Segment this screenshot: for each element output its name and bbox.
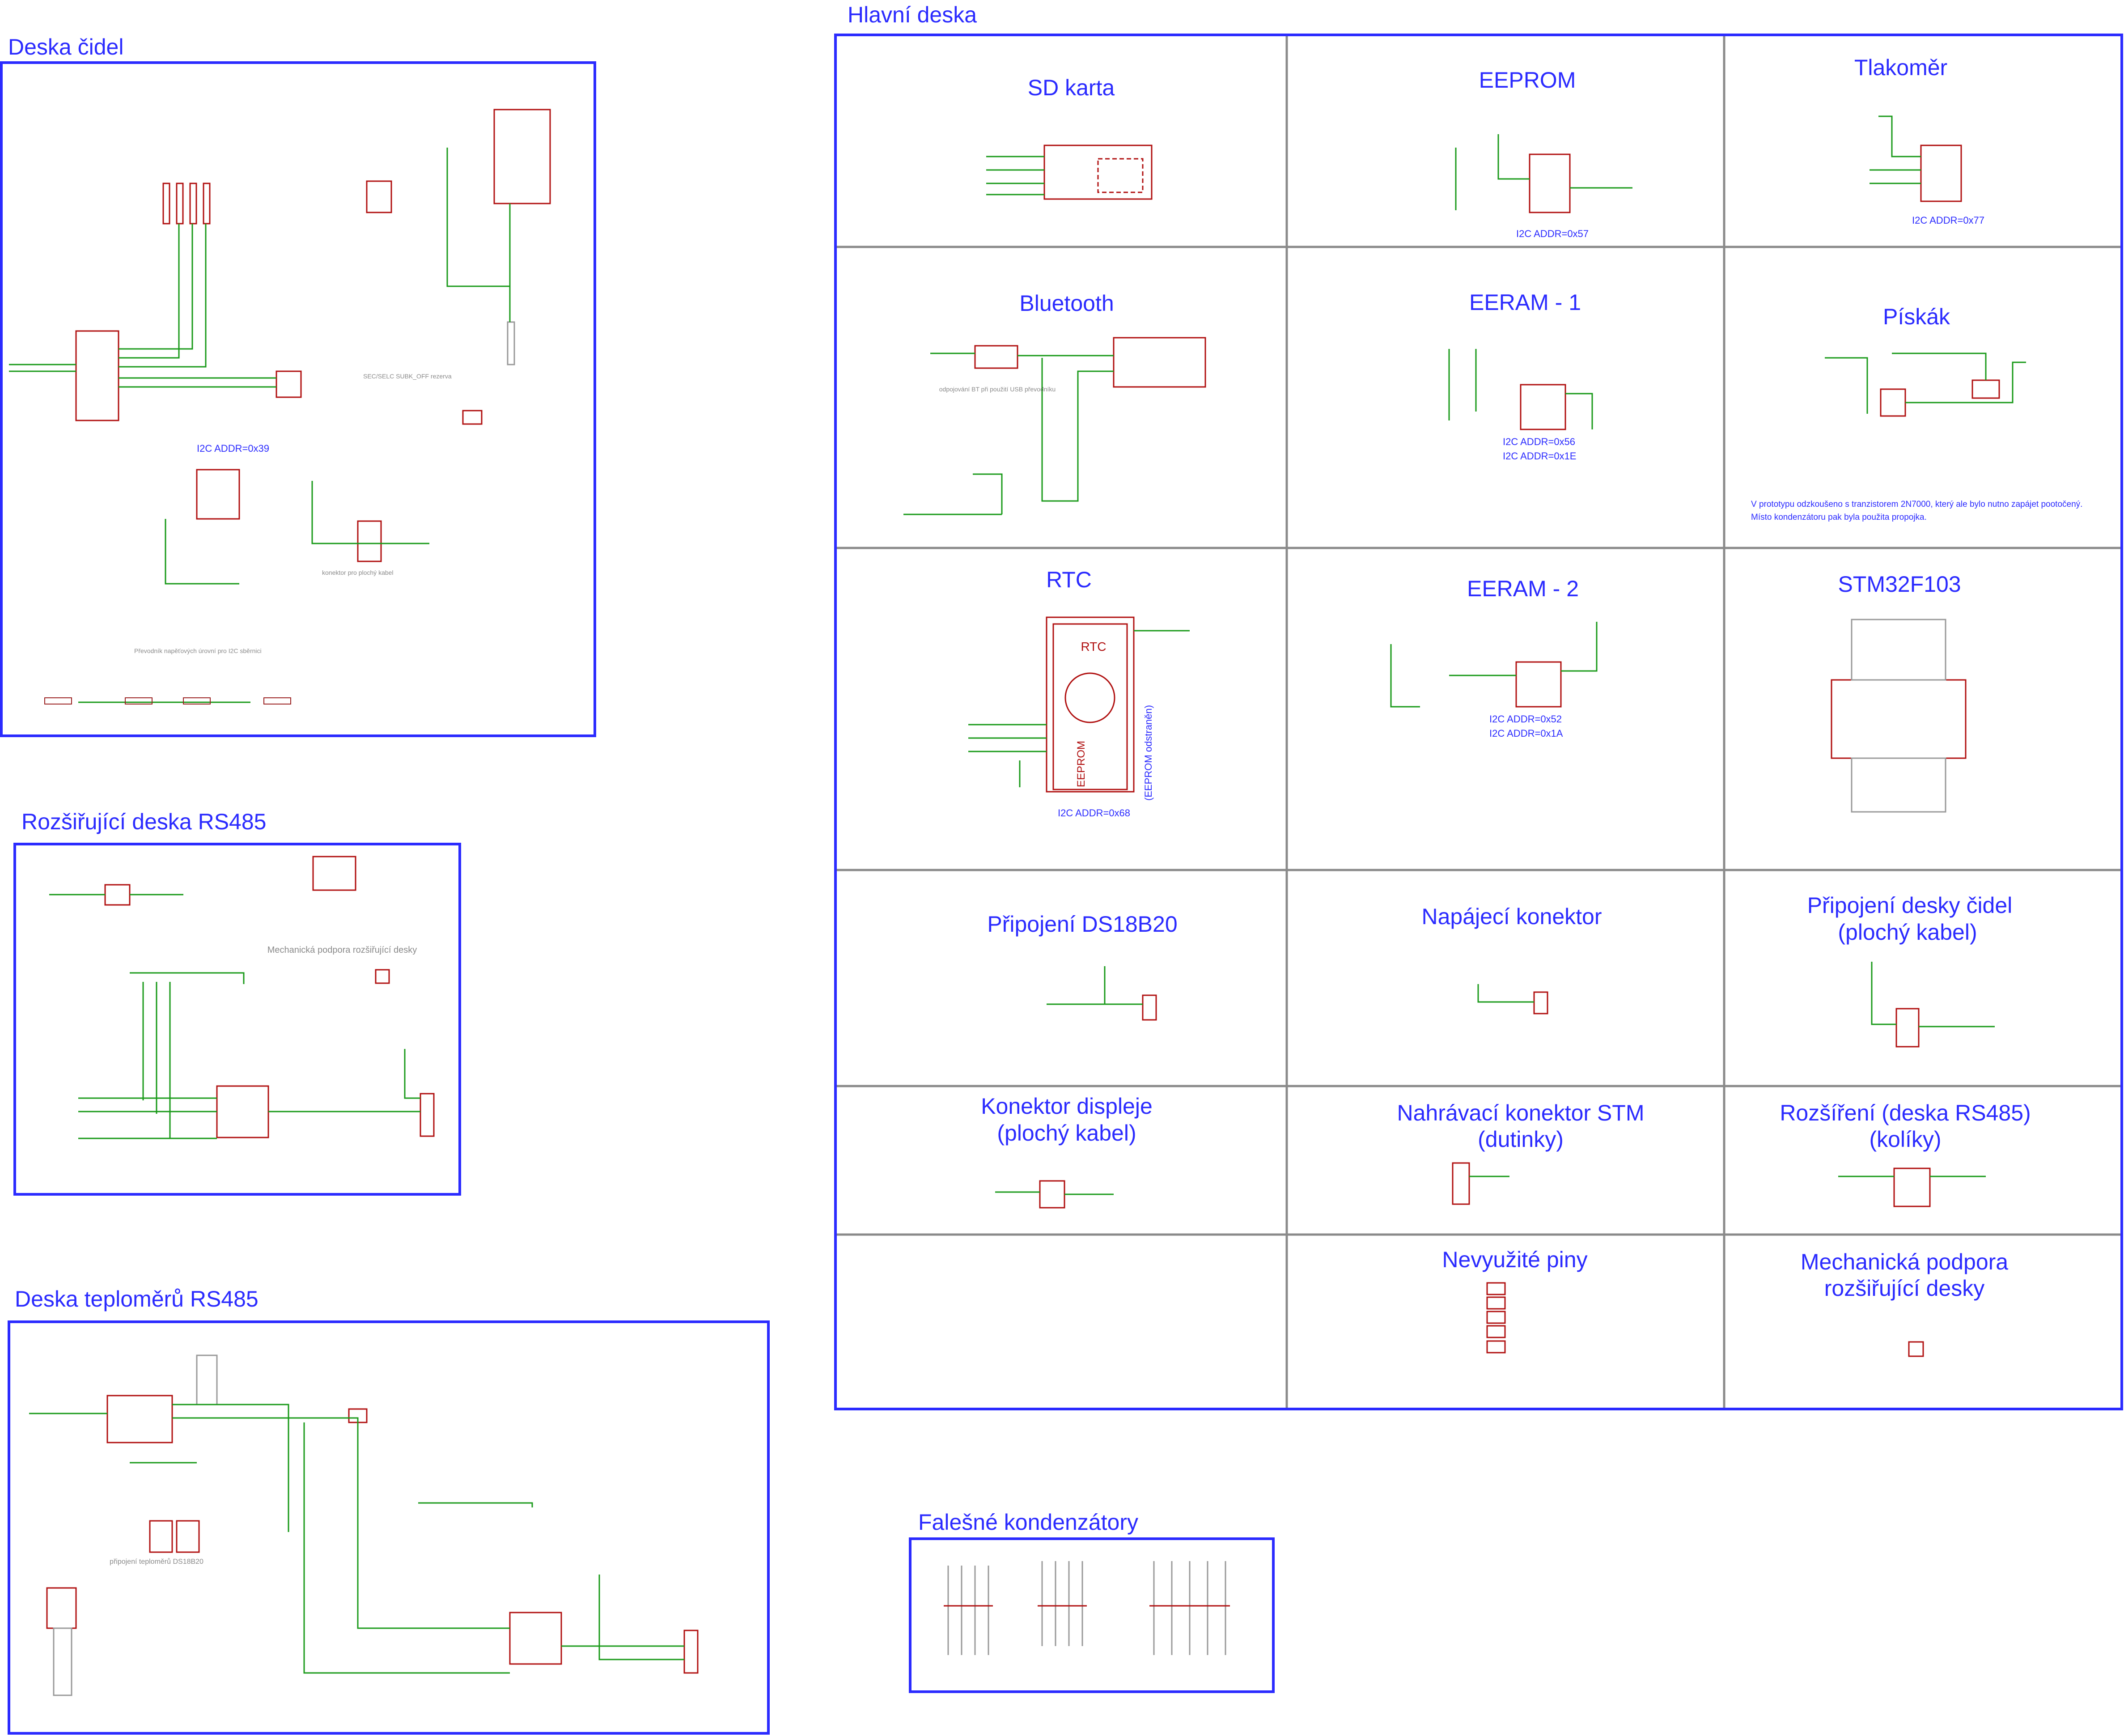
cell-rtc: RTC RTC EEPROM I2C ADDR=0x68 (EEPROM ods… [968,567,1190,819]
rtc-chip-label: RTC [1081,640,1106,654]
cell-eeram2: EERAM - 2 I2C ADDR=0x52 I2C ADDR=0x1A [1390,576,1598,739]
rs485-title: Rozšiřující deska RS485 [21,809,266,834]
ds18b20-title: Připojení DS18B20 [987,912,1177,937]
cell-eeram1: EERAM - 1 I2C ADDR=0x56 I2C ADDR=0x1E [1448,290,1593,462]
displej-title-1: Konektor displeje [981,1094,1153,1119]
deska-cidel-circuit [9,109,551,705]
mechanicka-title-2: rozšiřující desky [1824,1276,1984,1301]
cell-bluetooth: Bluetooth odpojování BT při použití USB … [903,291,1206,515]
rtc-eeprom-removed: (EEPROM odstraněn) [1143,705,1154,801]
rs485-note: Mechanická podpora rozšiřující desky [267,945,417,955]
rtc-title: RTC [1046,567,1092,592]
rs485-circuit [49,856,435,1139]
eeram1-title: EERAM - 1 [1469,290,1581,315]
falesne-frame [909,1537,1275,1693]
deska-cidel-frame [0,61,596,737]
rs485-frame [13,843,461,1196]
eeprom-title: EEPROM [1479,68,1576,93]
sheet-hlavni-deska: Hlavní deska SD karta EEPROM [834,2,2123,1410]
hlavni-deska-title: Hlavní deska [848,2,977,27]
falesne-title: Falešné kondenzátory [918,1510,1138,1535]
cell-sd-karta: SD karta [986,75,1153,200]
eeram2-note-1: I2C ADDR=0x52 [1489,713,1562,725]
cell-rozsireni: Rozšíření (deska RS485) (kolíky) [1780,1100,2031,1207]
eeprom-note: I2C ADDR=0x57 [1516,228,1589,239]
hlavni-deska-grid [837,36,2120,1408]
bluetooth-note: odpojování BT při použití USB převodníku [939,386,1056,393]
napajeci-title: Napájecí konektor [1421,904,1602,929]
deska-cidel-pripojeni-title-2: (plochý kabel) [1838,920,1977,945]
piskak-note-1: V prototypu odzkoušeno s tranzistorem 2N… [1751,500,2082,509]
sd-karta-title: SD karta [1028,75,1115,100]
deska-cidel-note-3: Převodník napěťových úrovní pro I2C sběr… [134,647,262,654]
tlakomer-title: Tlakoměr [1854,55,1947,80]
teplomery-title: Deska teploměrů RS485 [15,1286,259,1312]
sheet-falesne: Falešné kondenzátory [909,1510,1275,1693]
mechanicka-title-1: Mechanická podpora [1801,1249,2008,1274]
sheet-teplomery: Deska teploměrů RS485 připojení teploměr… [8,1286,770,1735]
nahravaci-title-1: Nahrávací konektor STM [1397,1100,1645,1125]
teplomery-circuit [29,1354,699,1696]
cell-napajeci: Napájecí konektor [1421,904,1602,1014]
teplomery-frame [8,1320,770,1735]
cell-nahravaci: Nahrávací konektor STM (dutinky) [1397,1100,1645,1205]
cell-piskak: Pískák V prototypu odzkoušeno s tranzist… [1751,304,2082,522]
cell-stm32: STM32F103 [1831,572,1967,813]
cell-displej: Konektor displeje (plochý kabel) [981,1094,1153,1209]
displej-title-2: (plochý kabel) [997,1121,1136,1146]
cell-deska-cidel-pripojeni: Připojení desky čidel (plochý kabel) [1807,893,2013,1048]
eeram2-note-2: I2C ADDR=0x1A [1489,728,1563,739]
falesne-circuit [944,1561,1230,1655]
deska-cidel-note-4: SEC/SELC SUBK_OFF rezerva [363,373,452,380]
rtc-note: I2C ADDR=0x68 [1058,807,1130,819]
piskak-title: Pískák [1883,304,1950,329]
eeram1-note-2: I2C ADDR=0x1E [1503,450,1576,462]
eeram2-title: EERAM - 2 [1467,576,1579,601]
tlakomer-note: I2C ADDR=0x77 [1912,215,1984,226]
nevyuzite-title: Nevyužité piny [1442,1247,1587,1272]
rozsireni-title-2: (kolíky) [1869,1127,1941,1152]
rtc-eeprom-label: EEPROM [1075,741,1087,787]
piskak-note-2: Místo kondenzátoru pak byla použita prop… [1751,513,1927,522]
deska-cidel-note-1: I2C ADDR=0x39 [197,443,269,454]
hlavni-deska-frame [834,34,2123,1410]
cell-tlakomer: Tlakoměr I2C ADDR=0x77 [1854,55,1984,226]
stm32-title: STM32F103 [1838,572,1961,597]
cell-nevyuzite: Nevyužité piny [1442,1247,1588,1354]
deska-cidel-title: Deska čidel [8,34,123,59]
cell-mechanicka: Mechanická podpora rozšiřující desky [1801,1249,2008,1357]
teplomery-note: připojení teploměrů DS18B20 [110,1558,203,1566]
bluetooth-title: Bluetooth [1019,291,1114,316]
cell-eeprom: EEPROM I2C ADDR=0x57 [1455,68,1632,239]
cell-ds18b20: Připojení DS18B20 [987,912,1178,1021]
rozsireni-title-1: Rozšíření (deska RS485) [1780,1100,2031,1125]
nahravaci-title-2: (dutinky) [1478,1127,1564,1152]
sheet-rs485: Rozšiřující deska RS485 Mechanická podpo… [13,809,461,1196]
deska-cidel-note-2: konektor pro plochý kabel [322,569,394,576]
sheet-deska-cidel: Deska čidel [0,34,596,737]
eeram1-note-1: I2C ADDR=0x56 [1503,436,1575,447]
deska-cidel-pripojeni-title-1: Připojení desky čidel [1807,893,2013,918]
